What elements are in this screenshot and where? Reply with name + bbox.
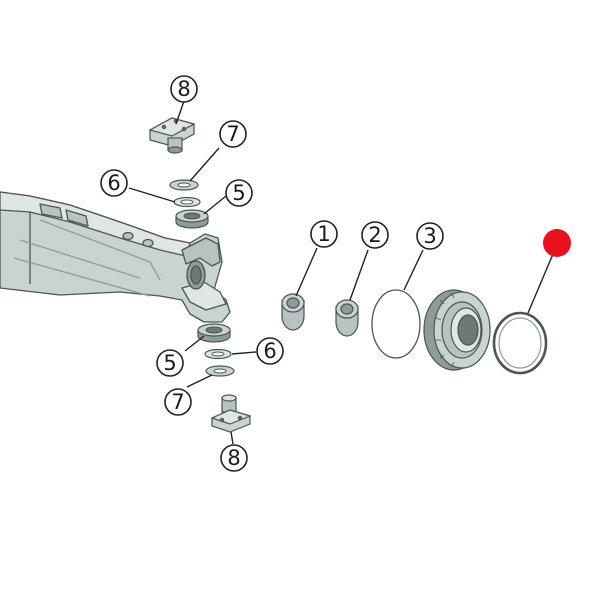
callout-number: 5 — [232, 181, 245, 205]
part-3-o-ring — [371, 289, 421, 359]
part-8-lower-cap — [210, 394, 252, 433]
callout-8-bottom: 8 — [220, 444, 248, 472]
hub-housing — [423, 289, 491, 371]
callout-number: 2 — [368, 223, 381, 247]
callout-1: 1 — [310, 220, 338, 248]
callout-number: 7 — [171, 390, 184, 414]
part-7-upper-washer — [169, 179, 199, 191]
callout-number: 3 — [423, 224, 436, 248]
axle-housing — [0, 191, 231, 323]
callout-2: 2 — [361, 221, 389, 249]
callout-number: 8 — [227, 446, 240, 470]
leader-lines — [128, 100, 554, 445]
callout-3: 3 — [416, 222, 444, 250]
part-6-upper-shim — [173, 196, 201, 208]
callout-number: 1 — [317, 222, 330, 246]
callout-7-top: 7 — [219, 120, 247, 148]
callout-6-top: 6 — [100, 169, 128, 197]
callout-8-top: 8 — [170, 75, 198, 103]
part-1-bushing — [281, 293, 305, 331]
callout-number: 5 — [163, 351, 176, 375]
part-7-lower-washer — [205, 365, 235, 377]
part-8-upper-cap — [148, 117, 196, 154]
callout-number: 6 — [107, 171, 120, 195]
part-5-lower-bearing — [197, 323, 231, 343]
part-6-lower-shim — [204, 348, 232, 360]
part-2-bushing — [335, 299, 359, 337]
callout-6-bottom: 6 — [256, 337, 284, 365]
sealing-ring — [492, 311, 548, 375]
callout-number: 8 — [177, 77, 190, 101]
highlight-marker-dot — [543, 229, 571, 257]
callout-5-top: 5 — [225, 179, 253, 207]
callout-number: 7 — [226, 122, 239, 146]
callout-number: 6 — [263, 339, 276, 363]
part-5-upper-bearing — [175, 209, 209, 229]
callout-7-bottom: 7 — [164, 388, 192, 416]
callout-5-bottom: 5 — [156, 349, 184, 377]
